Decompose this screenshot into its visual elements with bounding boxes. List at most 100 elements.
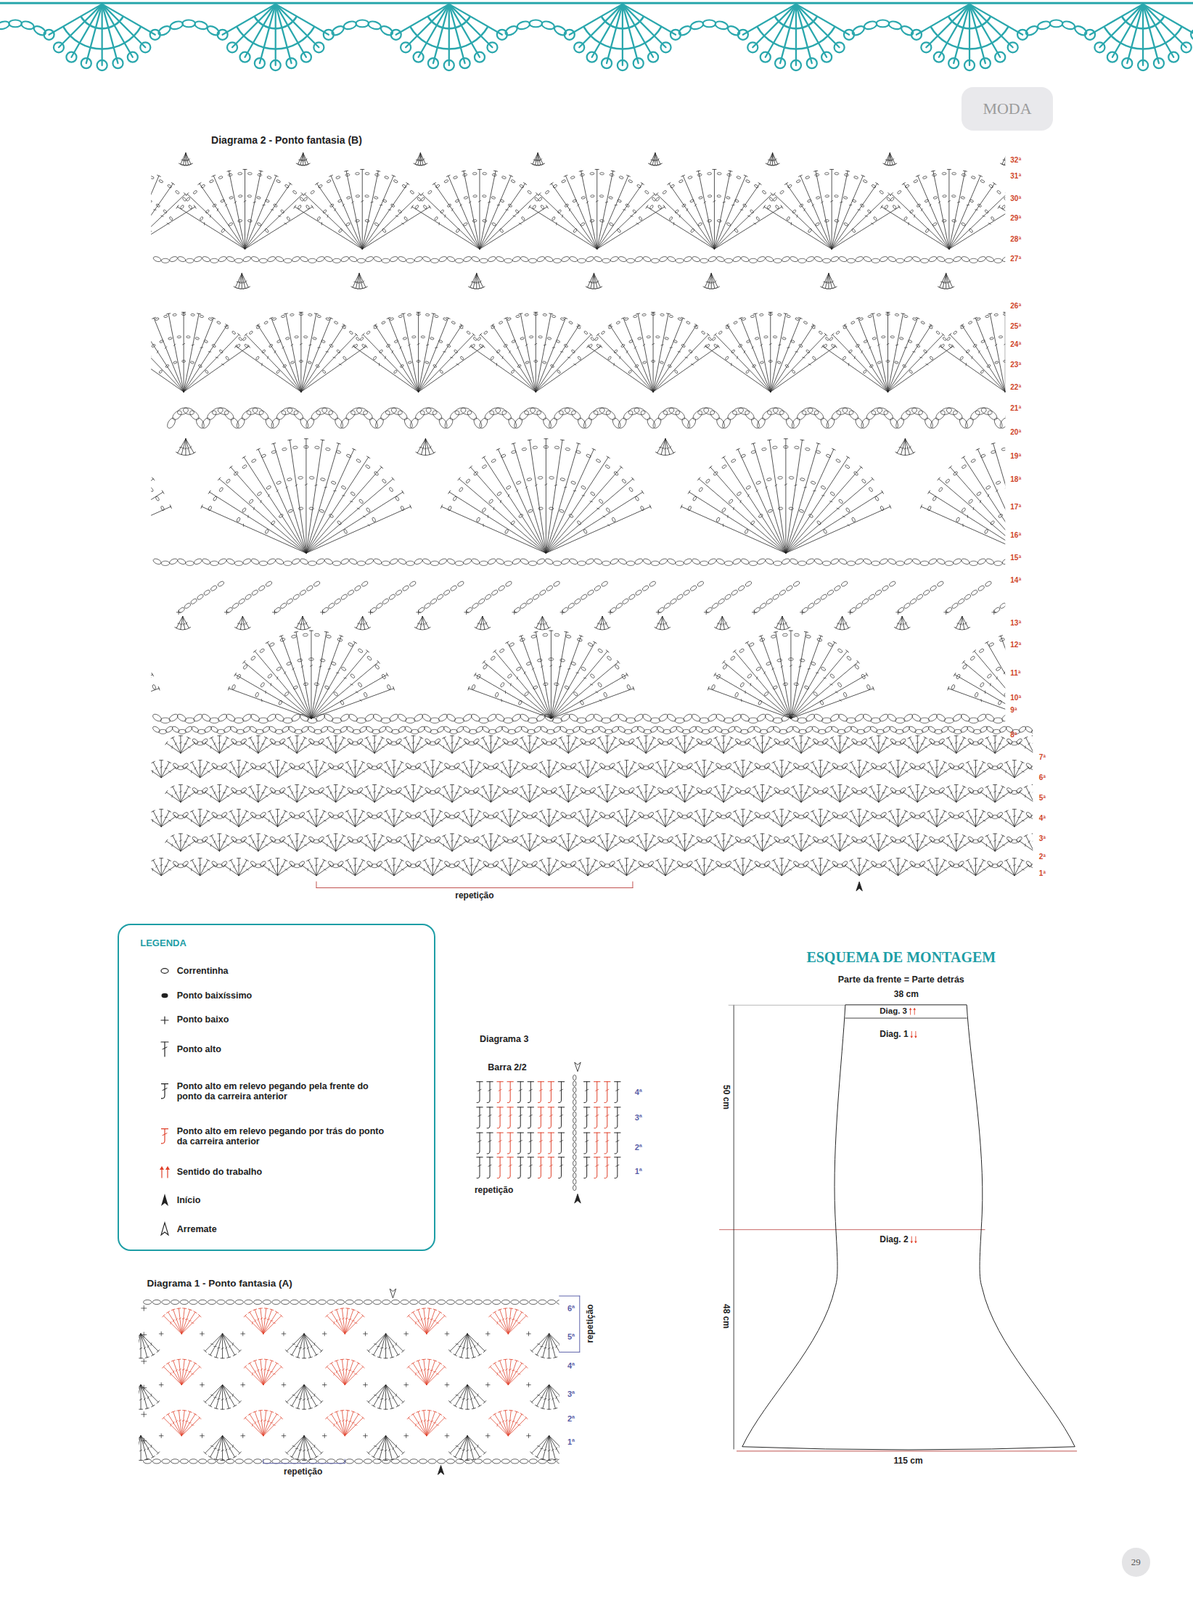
stitch-line: [636, 835, 641, 837]
stitch-line: [670, 841, 686, 852]
stitch-line: [785, 839, 789, 843]
stitch-line: [296, 792, 312, 803]
stitch-line: [439, 761, 443, 763]
stitch-line: [927, 810, 932, 813]
stitch-line: [1014, 811, 1023, 827]
lace-loop: [648, 52, 659, 63]
stitch-line: [685, 841, 700, 852]
stitch-line: [912, 841, 914, 844]
stitch-line: [322, 859, 327, 861]
stitch-line: [780, 809, 784, 810]
stitch-line: [572, 814, 575, 818]
chain-stitch: [695, 835, 704, 844]
stitch-line: [412, 833, 414, 852]
stitch-line: [898, 859, 907, 876]
stitch-line: [316, 767, 331, 778]
stitch-line: [223, 814, 226, 818]
stitch-line: [513, 767, 517, 769]
stitch-line: [962, 835, 967, 837]
stitch-line: [946, 843, 948, 847]
stitch-line: [909, 786, 918, 802]
stitch-line: [811, 868, 813, 872]
stitch-line: [432, 811, 441, 827]
stitch-line: [869, 794, 871, 798]
stitch-line: [315, 760, 317, 778]
stitch-line: [928, 868, 929, 872]
stitch-line: [659, 816, 662, 819]
stitch-line: [579, 819, 580, 823]
stitch-line: [898, 811, 907, 827]
lace-loop: [821, 52, 832, 63]
lace-loop: [994, 52, 1006, 63]
stitch-line: [592, 841, 608, 852]
stitch-line: [172, 786, 181, 802]
stitch-line: [819, 815, 822, 818]
stitch-line: [159, 759, 164, 761]
stitch-line: [703, 811, 712, 827]
stitch-line: [539, 761, 543, 763]
stitch-line: [1008, 864, 1011, 868]
stitch-line: [490, 784, 492, 802]
stitch-line: [677, 835, 686, 852]
chain-stitch: [685, 811, 694, 819]
stitch-line: [339, 814, 342, 818]
stitch-line: [419, 785, 424, 788]
stitch-line: [333, 784, 338, 786]
stitch-line: [277, 859, 286, 876]
stitch-line: [882, 792, 886, 794]
stitch-line: [896, 864, 900, 866]
stitch-line: [307, 819, 309, 823]
stitch-line: [820, 816, 836, 827]
stitch-line: [950, 791, 953, 794]
stitch-line: [708, 792, 724, 803]
stitch-line: [498, 844, 501, 847]
stitch-line: [203, 839, 207, 843]
stitch-line: [394, 865, 409, 876]
stitch-line: [362, 820, 366, 822]
chain-stitch: [569, 811, 577, 819]
stitch-line: [206, 810, 210, 813]
stitch-line: [334, 790, 337, 793]
stitch-line: [917, 833, 918, 852]
stitch-line: [439, 820, 442, 822]
stitch-line: [683, 790, 686, 793]
stitch-line: [983, 869, 986, 871]
stitch-line: [883, 814, 886, 818]
stitch-line: [1032, 790, 1034, 793]
stitch-line: [843, 792, 847, 794]
stitch-line: [931, 816, 933, 819]
stitch-line: [552, 865, 556, 867]
stitch-line: [456, 766, 459, 770]
chain-stitch: [317, 786, 325, 794]
chain-stitch: [647, 860, 655, 868]
stitch-line: [508, 857, 513, 859]
stitch-line: [150, 816, 162, 827]
stitch-line: [568, 835, 577, 852]
stitch-line: [359, 790, 362, 794]
stitch-line: [391, 759, 396, 761]
stitch-line: [973, 857, 978, 859]
stitch-line: [560, 835, 569, 852]
chain-stitch: [182, 19, 196, 27]
stitch-line: [768, 785, 773, 788]
stitch-line: [812, 811, 821, 827]
chain-stitch: [327, 811, 335, 819]
chain-stitch: [1005, 786, 1014, 794]
stitch-line: [323, 771, 326, 773]
chain-stitch: [327, 762, 335, 770]
chain-stitch: [1030, 864, 1033, 868]
stitch-line: [424, 811, 433, 827]
stitch-line: [722, 833, 726, 834]
lace-loop: [1094, 42, 1105, 53]
stitch-line: [670, 792, 686, 803]
stitch-line: [1031, 784, 1033, 786]
stitch-line: [310, 767, 313, 770]
chain-stitch: [589, 786, 597, 794]
stitch-line: [194, 767, 196, 770]
stitch-line: [679, 841, 681, 844]
chain-stitch: [957, 860, 965, 868]
stitch-line: [401, 869, 404, 871]
lace-loop: [53, 42, 64, 53]
stitch-line: [940, 817, 944, 818]
